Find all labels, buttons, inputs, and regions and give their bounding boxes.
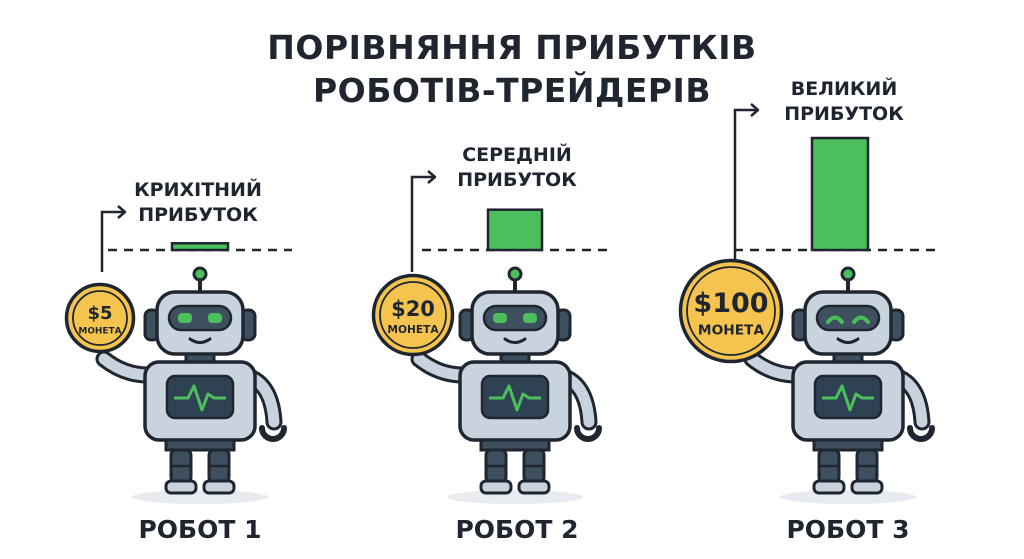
profit-label-line-2: ПРИБУТОК xyxy=(138,204,258,226)
profit-label-line-2: ПРИБУТОК xyxy=(784,103,904,125)
coin-amount: $20 xyxy=(391,297,435,321)
coin-unit: МОНЕТА xyxy=(387,323,439,336)
profit-bar xyxy=(486,208,544,252)
robot-name: РОБОТ 1 xyxy=(138,515,261,544)
heartbeat-icon xyxy=(822,384,874,412)
title-line-2: РОБОТІВ-ТРЕЙДЕРІВ xyxy=(313,71,711,110)
coin-icon xyxy=(371,273,455,357)
robot-name: РОБОТ 2 xyxy=(455,515,578,544)
robot-eye-right xyxy=(523,313,537,323)
coin-inner-ring xyxy=(72,290,128,346)
robot-visor xyxy=(482,304,548,332)
pointer-arrow xyxy=(733,108,757,272)
robot-eye-left xyxy=(493,313,507,323)
robot-chest-screen xyxy=(165,374,235,420)
profit-label-line-1: ВЕЛИКИЙ xyxy=(791,77,897,100)
robot-shadow xyxy=(780,490,916,504)
robot-foot-right xyxy=(202,479,236,495)
robot-chest-screen xyxy=(480,374,550,420)
coin-unit: МОНЕТА xyxy=(698,323,765,339)
heartbeat-icon xyxy=(174,384,226,412)
robot-foot-left xyxy=(164,479,198,495)
pointer-arrow xyxy=(410,175,434,272)
robot-eye-left xyxy=(826,315,844,324)
robot-claw-right xyxy=(907,425,935,442)
coin-icon xyxy=(678,258,784,364)
title-line-1: ПОРІВНЯННЯ ПРИБУТКІВ xyxy=(267,28,757,67)
robot-shadow xyxy=(447,490,583,504)
coin-unit: МОНЕТА xyxy=(78,326,121,336)
robot-foot-right xyxy=(517,479,551,495)
antenna-bulb xyxy=(507,266,523,282)
coin-amount: $100 xyxy=(693,288,768,319)
robot-visor xyxy=(815,304,881,332)
robot-eye-right xyxy=(852,315,870,324)
heartbeat-icon xyxy=(489,384,541,412)
coin-inner-ring xyxy=(379,281,447,349)
profit-bar xyxy=(810,136,870,252)
coin-icon xyxy=(64,282,136,354)
robot-shadow xyxy=(132,490,268,504)
profit-label-line-1: КРИХІТНИЙ xyxy=(134,178,262,201)
arrow-head-icon xyxy=(427,170,437,184)
pointer-arrow xyxy=(100,210,124,272)
coin-amount: $5 xyxy=(87,303,112,324)
robot-visor xyxy=(167,304,233,332)
robot-name: РОБОТ 3 xyxy=(786,515,909,544)
arrow-head-icon xyxy=(750,103,760,117)
coin-inner-ring xyxy=(686,266,776,356)
robot-waist xyxy=(479,438,551,452)
robot-waist xyxy=(164,438,236,452)
arrow-head-icon xyxy=(117,205,127,219)
antenna-bulb xyxy=(192,266,208,282)
robot-foot-right xyxy=(850,479,884,495)
robot-waist xyxy=(812,438,884,452)
robot-chest-screen xyxy=(813,374,883,420)
profit-label-line-1: СЕРЕДНІЙ xyxy=(462,143,572,166)
robot-eye-right xyxy=(208,313,222,323)
robot-claw-right xyxy=(259,425,287,442)
robot-claw-right xyxy=(574,425,602,442)
robot-eye-left xyxy=(178,313,192,323)
profit-bar xyxy=(170,242,230,252)
antenna-bulb xyxy=(840,266,856,282)
robot-foot-left xyxy=(479,479,513,495)
robot-foot-left xyxy=(812,479,846,495)
robot-mouth xyxy=(503,337,527,344)
robot-mouth xyxy=(836,337,860,344)
profit-label-line-2: ПРИБУТОК xyxy=(457,169,577,191)
page-title: ПОРІВНЯННЯ ПРИБУТКІВ РОБОТІВ-ТРЕЙДЕРІВ xyxy=(0,26,1024,112)
robot-mouth xyxy=(188,337,212,344)
